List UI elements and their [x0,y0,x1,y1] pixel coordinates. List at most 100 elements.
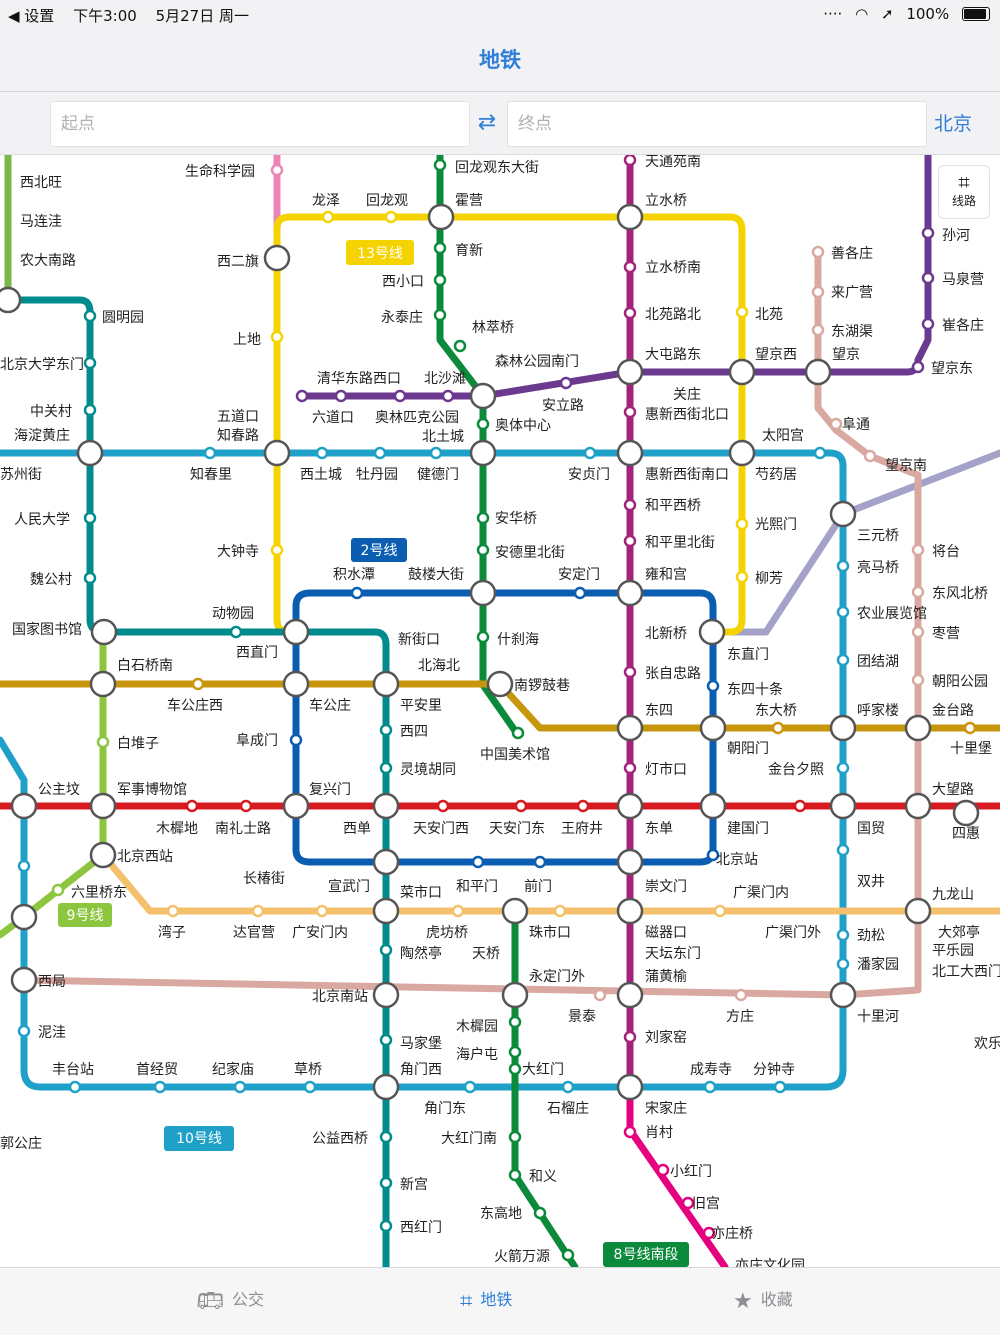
station-label: 崇文门 [645,879,687,895]
status-date: 5月27日 周一 [155,7,249,25]
station-label: 大钟寺 [217,543,259,560]
battery-percent: 100% [906,5,950,23]
station-label: 阜成门 [236,732,278,749]
station-label: 湾子 [158,924,186,941]
swap-arrows-icon[interactable]: ⇄ [477,110,497,135]
badge-line-13: 13号线 [357,246,403,262]
station-label: 白石桥南 [117,658,173,674]
station-label: 龙泽 [312,193,340,209]
station-label: 珠市口 [529,924,571,941]
station-label: 王府井 [561,821,603,837]
wifi-icon: ◠ [855,5,869,23]
station-label: 和平门 [456,879,498,895]
station-label: 宣武门 [328,879,370,895]
station-label: 陶然亭 [400,945,442,962]
station-label: 灵境胡同 [400,762,456,778]
station-label: 西单 [343,821,371,837]
station-label: 圆明园 [102,310,144,326]
route-list-button[interactable]: ⌗ 线路 [938,165,990,219]
station-label: 刘家窑 [645,1029,687,1046]
station-label: 立水桥南 [645,260,701,276]
station-label: 北苑路北 [645,307,701,323]
station-label: 海户屯 [456,1046,498,1063]
tab-favorites-label: 收藏 [760,1290,793,1309]
station-label: 安德里北街 [495,545,565,561]
station-label: 东湖渠 [831,324,873,340]
station-label: 霍营 [455,193,483,209]
station-label: 广渠门外 [765,925,821,941]
station-label: 大红门 [522,1062,564,1078]
station-label: 和义 [529,1169,557,1185]
page-title: 地铁 [479,48,521,72]
station-label: 新宫 [400,1177,428,1193]
station-label: 崔各庄 [942,317,984,334]
station-label: 亮马桥 [857,559,899,576]
battery-icon [962,7,990,21]
station-label: 天通苑南 [645,155,701,170]
station-label: 郭公庄 [0,1135,42,1152]
start-field-wrapper [50,101,470,147]
station-label: 泥洼 [38,1025,66,1041]
station-label: 复兴门 [309,781,351,798]
end-station-input[interactable] [508,102,926,146]
route-search-bar: ⇄ 北京 [0,92,1000,155]
station-label: 三元桥 [857,528,899,544]
station-label: 四惠 [952,826,980,842]
station-label: 西红门 [400,1220,442,1236]
station-label: 达官营 [233,925,275,941]
station-label: 建国门 [727,821,769,837]
station-label: 丰台站 [52,1062,94,1078]
station-label: 朝阳门 [727,741,769,757]
station-label: 马泉营 [942,271,984,288]
station-label: 蒲黄榆 [645,968,687,985]
station-label: 惠新西街北口 [645,407,729,423]
station-label: 西局 [38,974,66,990]
badge-line-9: 9号线 [67,908,104,924]
line-10 [0,449,847,1091]
station-label: 白堆子 [117,736,159,752]
station-label: 望京 [832,347,860,363]
tab-favorites[interactable]: ★ 收藏 [733,1286,793,1314]
station-label: 金台路 [932,703,974,719]
station-label: 火箭万源 [494,1248,550,1265]
station-label: 潘家园 [857,956,899,973]
station-label: 车公庄 [309,697,351,714]
station-label: 公主坟 [38,782,80,798]
station-label: 什刹海 [497,632,539,648]
station-label: 十里河 [857,1009,899,1025]
city-selector[interactable]: 北京 [934,113,973,135]
station-label: 农大南路 [20,253,76,269]
station-label: 阜通 [842,416,870,433]
star-icon: ★ [733,1289,753,1314]
station-label: 平安里 [400,698,442,714]
station-label: 北京站 [716,852,758,868]
station-label: 呼家楼 [857,702,899,719]
station-label: 旧宫 [692,1196,720,1212]
station-label: 成寿寺 [690,1061,732,1078]
station-label: 惠新西街南口 [645,467,729,483]
start-station-input[interactable] [51,102,469,146]
tab-subway[interactable]: ⌗地铁 [460,1286,512,1314]
station-label: 首经贸 [136,1062,178,1078]
station-label: 双井 [857,874,885,890]
station-label: 平乐园 [932,943,974,959]
station-label: 动物园 [212,606,254,622]
station-label: 大红门南 [441,1131,497,1147]
tab-bus[interactable]: 🚌︎公交 [196,1286,264,1314]
route-icon: ⌗ [958,170,970,194]
station-label: 西小口 [382,274,424,290]
status-bar: ◀ 设置 下午3:00 5月27日 周一 ···· ◠ ➚ 100% [0,0,1000,28]
station-label: 东直门 [727,646,769,663]
station-label: 国家图书馆 [12,621,82,638]
bus-icon: 🚌︎ [196,1289,224,1314]
back-to-settings-link[interactable]: ◀ 设置 [8,7,55,25]
station-label: 大屯路东 [645,347,701,363]
station-label: 森林公园南门 [495,354,579,370]
station-label: 大望路 [932,782,974,798]
line-6 [0,680,1000,732]
station-label: 方庄 [726,1008,754,1025]
station-label: 劲松 [857,928,885,944]
subway-map-canvas[interactable]: 13号线 2号线 9号线 10号线 8号线南段 西北旺 马连洼 农大南路 生命科… [0,155,1000,1267]
station-label: 西北旺 [20,175,62,191]
subway-map[interactable]: 13号线 2号线 9号线 10号线 8号线南段 西北旺 马连洼 农大南路 生命科… [0,155,1000,1267]
